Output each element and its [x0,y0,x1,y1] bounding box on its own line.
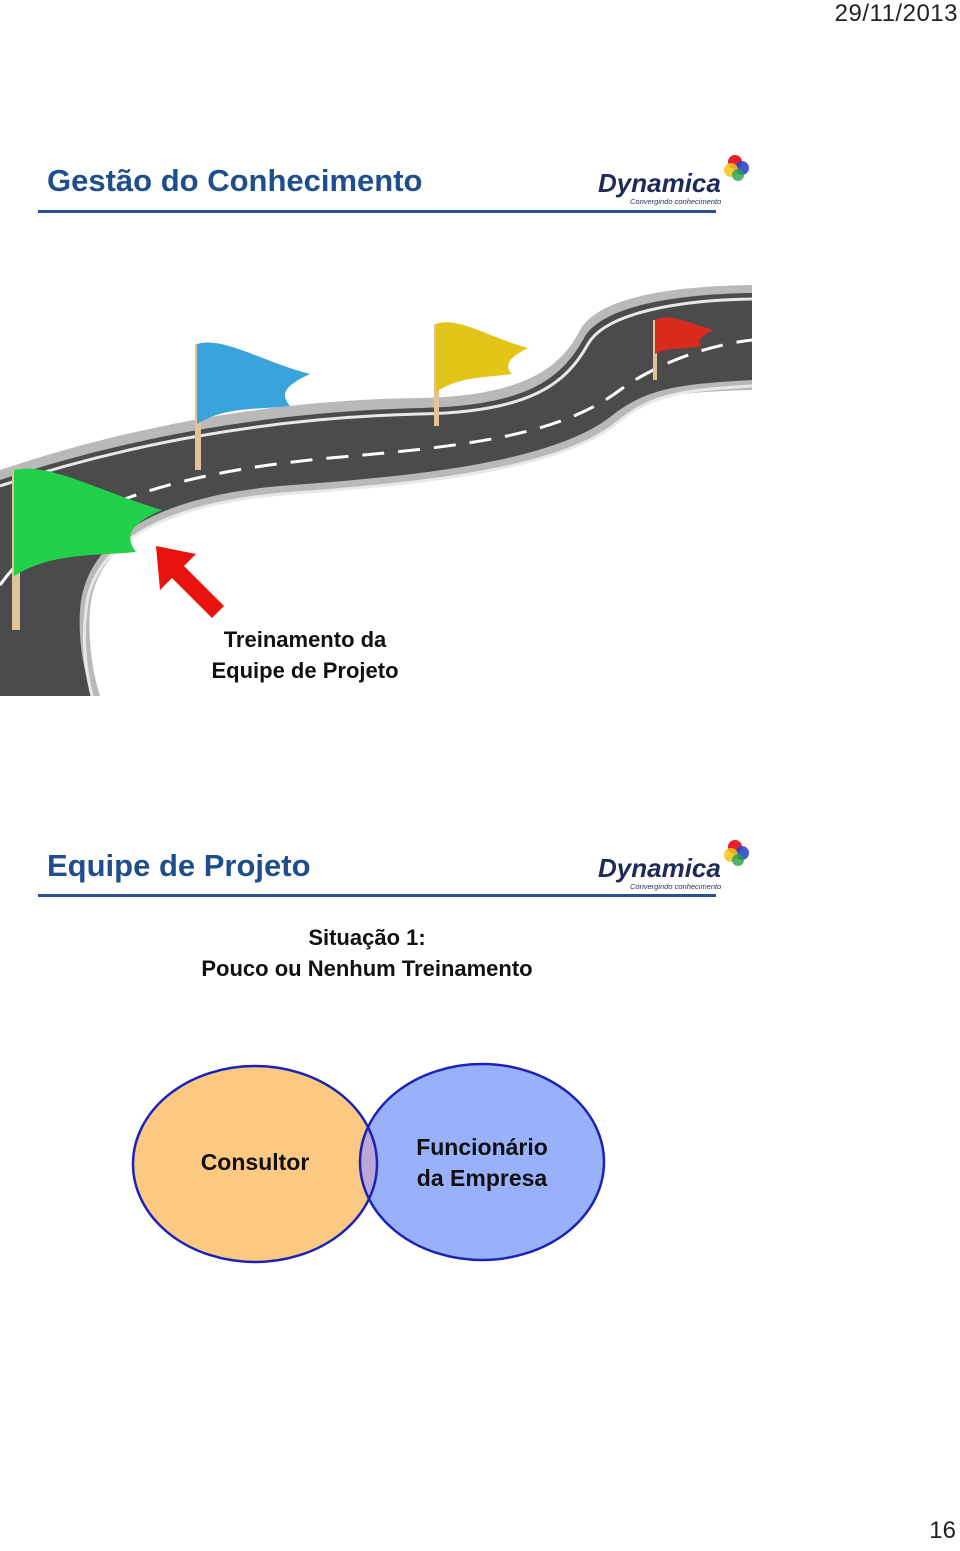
situation-subtitle: Situação 1: Pouco ou Nenhum Treinamento [170,922,564,984]
yellow-flag-icon [434,322,528,426]
page-number: 16 [929,1517,956,1544]
road-caption: Treinamento da Equipe de Projeto [170,624,440,686]
slide2-dynamica-logo: Dynamica Convergindo conhecimento [592,835,762,895]
caption-line1: Treinamento da [223,627,387,652]
logo-tagline: Convergindo conhecimento [630,882,721,891]
venn-right-label-line2: da Empresa [416,1165,548,1191]
blue-flag-icon [195,342,310,470]
logo-wordmark: Dynamica [598,168,721,198]
logo-wordmark: Dynamica [598,853,721,883]
red-flag-icon [653,317,714,380]
venn-left-circle [133,1066,377,1262]
red-arrow-icon [156,546,224,618]
venn-right-label-line1: Funcionário [416,1134,548,1160]
caption-line2: Equipe de Projeto [211,658,399,683]
venn-diagram [120,1056,620,1272]
venn-right-circle [360,1064,604,1260]
date-label: 29/11/2013 [834,0,958,27]
road-illustration [0,280,752,696]
slide1-dynamica-logo: Dynamica Convergindo conhecimento [592,150,762,210]
venn-left-label: Consultor [200,1149,310,1175]
slide1-title: Gestão do Conhecimento [47,163,423,198]
subtitle-line2: Pouco ou Nenhum Treinamento [201,956,533,981]
logo-tagline: Convergindo conhecimento [630,197,721,206]
slide1-title-rule [38,210,716,213]
slide2-title: Equipe de Projeto [47,848,311,883]
venn-right-label: Funcionário da Empresa [392,1132,572,1194]
subtitle-line1: Situação 1: [308,925,426,950]
green-flag-icon [12,468,162,630]
slide2-title-rule [38,894,716,897]
